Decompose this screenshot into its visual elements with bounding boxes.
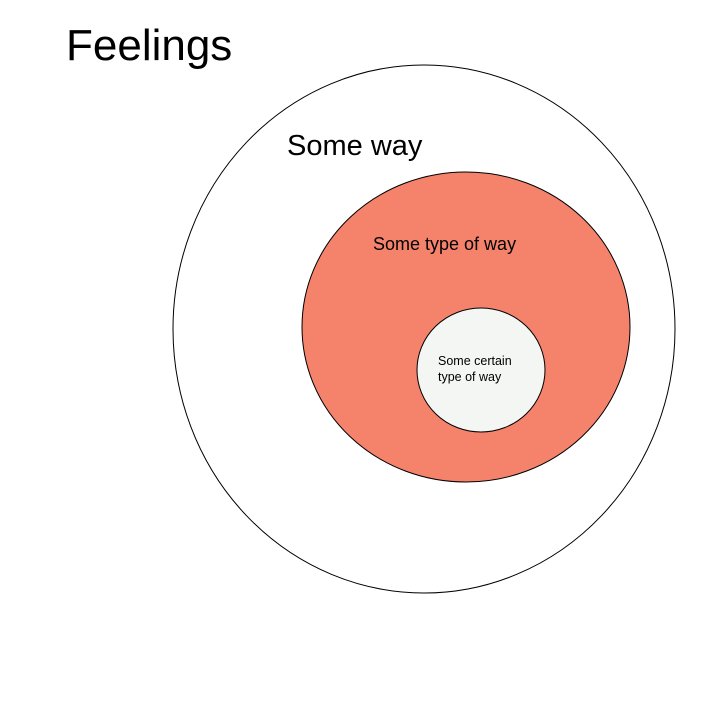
diagram-title: Feelings	[66, 21, 233, 70]
inner-circle	[416, 307, 546, 433]
inner-circle-label-line-2: type of way	[438, 370, 502, 384]
inner-circle-label-line-1: Some certain	[438, 354, 512, 368]
middle-circle-label: Some type of way	[373, 234, 516, 254]
outer-circle-label: Some way	[287, 130, 423, 162]
